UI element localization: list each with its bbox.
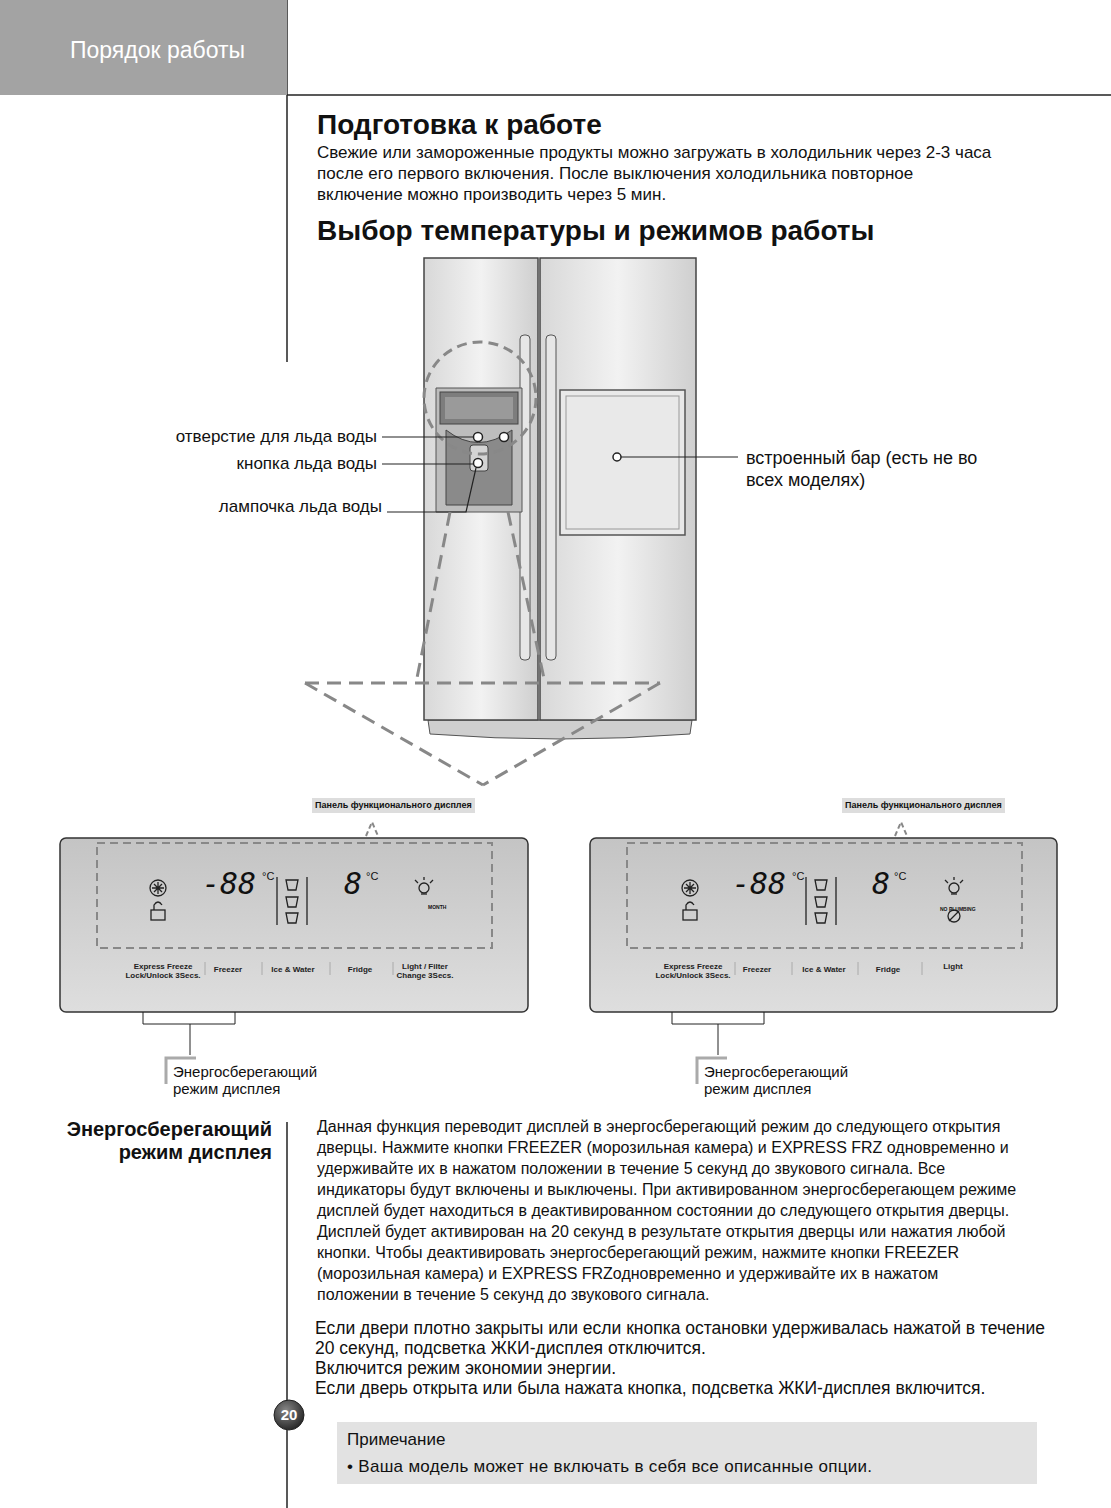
page-number-badge: 20: [274, 1400, 304, 1430]
display-indicator: NO PLUMBING: [940, 906, 976, 912]
callout-label: встроенный бар (есть не во всех моделях): [746, 447, 1016, 491]
callout-label: отверстие для льда воды: [115, 427, 377, 447]
panel-heading: Панель функционального дисплея: [842, 798, 1005, 813]
display-indicator: MONTH: [428, 904, 446, 910]
panel-heading: Панель функционального дисплея: [312, 798, 475, 813]
body-text: Включится режим экономии энергии.: [315, 1358, 1060, 1378]
callout-label: Энергосберегающий режим дисплея: [704, 1063, 884, 1097]
page-number-badge: [274, 1400, 304, 1430]
body-text: Если дверь открыта или была нажата кнопк…: [315, 1378, 1060, 1398]
button-label: Express Freeze Lock/Unlock 3Secs.: [653, 962, 733, 980]
display-digits: 8: [872, 868, 890, 900]
display-digits: -88: [202, 868, 256, 900]
button-label: Fridge: [858, 965, 918, 974]
frame-line: [287, 94, 1111, 96]
unit-label: °C: [792, 870, 804, 882]
body-text: Данная функция переводит дисплей в энерг…: [317, 1116, 1017, 1305]
header-tab-text: Порядок работы: [70, 36, 280, 64]
section-title: Подготовка к работе: [317, 108, 1017, 142]
button-label: Ice & Water: [263, 965, 323, 974]
button-label: Light / Filter Change 3Secs.: [390, 962, 460, 980]
page-number: 20: [274, 1407, 304, 1423]
header-tab: Порядок работы: [0, 0, 287, 95]
display-panel: Панель функционального дисплея-88°C8°CMO…: [60, 838, 528, 1012]
button-label: Fridge: [330, 965, 390, 974]
display-panel-drawing: [60, 822, 1057, 1084]
button-label: Express Freeze Lock/Unlock 3Secs.: [123, 962, 203, 980]
note-heading: Примечание: [347, 1430, 947, 1450]
unit-label: °C: [262, 870, 274, 882]
fridge-drawing: [424, 258, 696, 739]
zoom-lines: [305, 512, 660, 785]
display-digits: 8: [344, 868, 362, 900]
leader-line: [382, 437, 738, 512]
note-text: • Ваша модель может не включать в себя в…: [347, 1457, 1027, 1477]
frame-line: [286, 1430, 288, 1508]
callout-label: Энергосберегающий режим дисплея: [173, 1063, 353, 1097]
button-label: Ice & Water: [794, 965, 854, 974]
intro-text: Свежие или замороженные продукты можно з…: [317, 142, 997, 205]
unit-label: °C: [894, 870, 906, 882]
display-panel: Панель функционального дисплея-88°C8°CNO…: [590, 838, 1057, 1012]
side-heading: Энергосберегающий режим дисплея: [10, 1118, 272, 1164]
body-text: Если двери плотно закрыты или если кнопк…: [315, 1318, 1060, 1358]
frame-line: [286, 1122, 288, 1402]
button-label: Freezer: [727, 965, 787, 974]
callout-label: кнопка льда воды: [115, 454, 377, 474]
button-label: Light: [918, 962, 988, 971]
section-title: Выбор температуры и режимов работы: [317, 214, 1017, 248]
display-digits: -88: [732, 868, 786, 900]
button-label: Freezer: [198, 965, 258, 974]
callout-label: лампочка льда воды: [115, 497, 382, 517]
note-box: Примечание • Ваша модель может не включат…: [337, 1422, 1037, 1484]
unit-label: °C: [366, 870, 378, 882]
